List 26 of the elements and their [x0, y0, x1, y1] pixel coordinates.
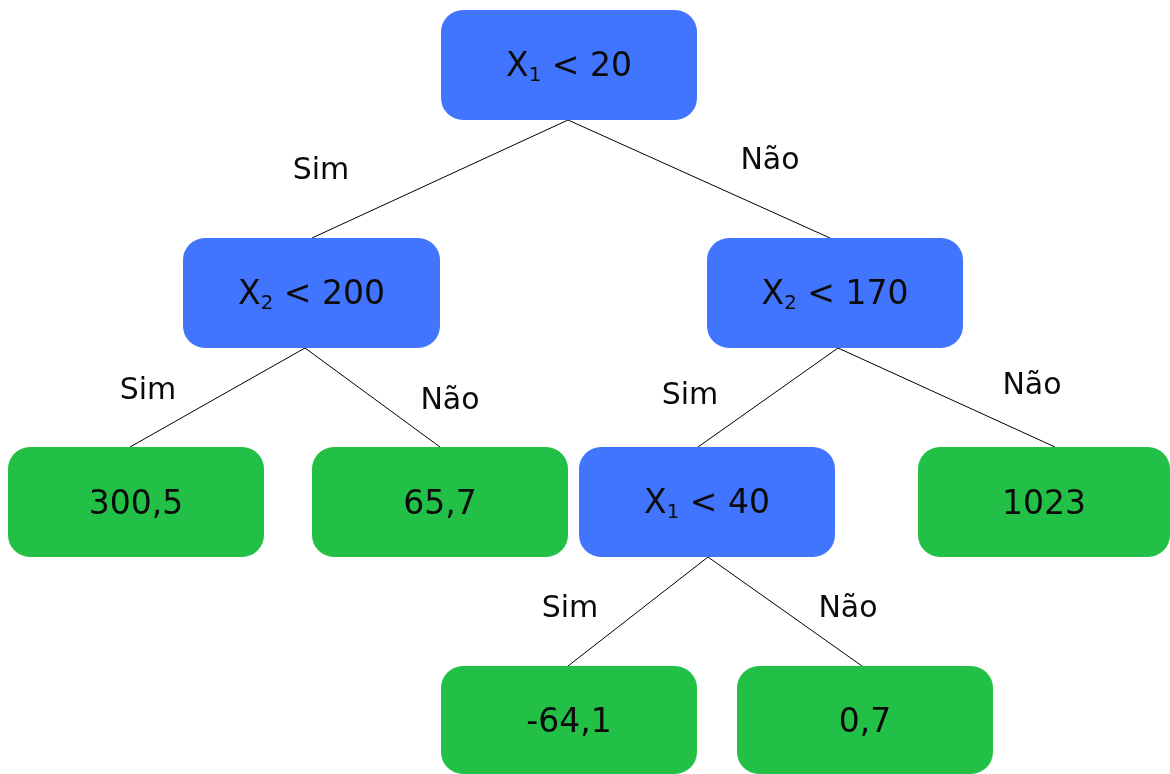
- node-text: X$_{2}$ < 170: [761, 272, 909, 314]
- connector-line: [129, 347, 306, 448]
- connector-line: [567, 556, 709, 667]
- node-text: 0,7: [838, 700, 892, 740]
- decision-box: [579, 447, 835, 557]
- node-text: X$_{1}$ < 20: [506, 44, 632, 86]
- decision-box: [441, 10, 697, 120]
- connector-line: [567, 119, 831, 239]
- node-text: -64,1: [526, 700, 612, 740]
- leaf-box: [312, 447, 568, 557]
- node-text: 1023: [1002, 482, 1086, 522]
- connector-line: [304, 347, 441, 448]
- node-text: X$_{1}$ < 40: [644, 481, 770, 523]
- leaf-box: [918, 447, 1170, 557]
- connector-line: [707, 556, 863, 667]
- node-text: 65,7: [403, 482, 477, 522]
- decision-box: [707, 238, 963, 348]
- connector-line: [837, 347, 1056, 448]
- node-text: 300,5: [88, 482, 184, 522]
- leaf-box: [8, 447, 264, 557]
- connector-line: [311, 119, 569, 239]
- node-text: X$_{2}$ < 200: [238, 272, 385, 314]
- leaf-box: [441, 666, 697, 774]
- leaf-box: [737, 666, 993, 774]
- decision-box: [183, 238, 440, 348]
- connector-line: [697, 347, 839, 448]
